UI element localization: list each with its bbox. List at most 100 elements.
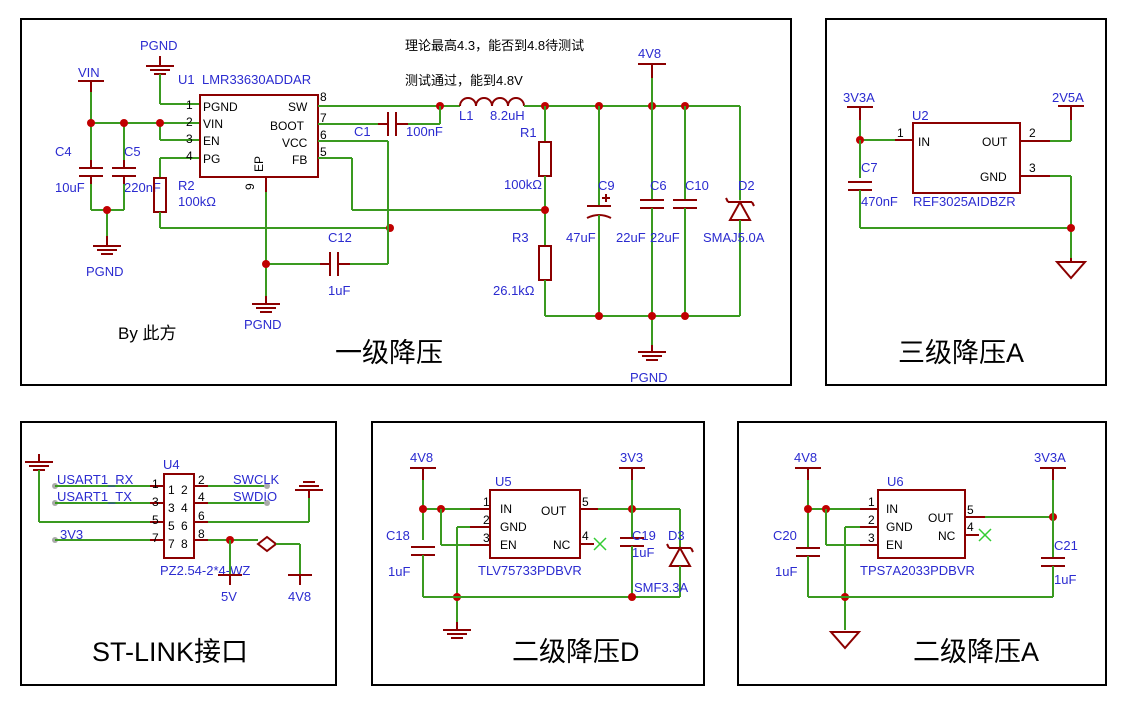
u4-pin5: 5: [152, 513, 159, 527]
u2-part: REF3025AIDBZR: [913, 194, 1016, 209]
net-3v3a-stage2a: 3V3A: [1034, 450, 1066, 465]
u4-pin2: 2: [198, 473, 205, 487]
u1-pin4-name: PG: [203, 152, 220, 166]
c1-ref: C1: [354, 124, 371, 139]
d3-value: SMF3.3A: [634, 580, 689, 595]
u5-ref: U5: [495, 474, 512, 489]
u6-nc-name: NC: [938, 529, 956, 543]
u1-pin3-name: EN: [203, 134, 220, 148]
u1-pin8-name: SW: [288, 100, 308, 114]
u1-pin1-name: PGND: [203, 100, 238, 114]
stage1-title: 一级降压: [335, 338, 443, 368]
u5-pin2-num: 2: [483, 513, 490, 527]
u6-pin3-name: EN: [886, 538, 903, 552]
c21-value: 1uF: [1054, 572, 1076, 587]
stage3a-circuit: 3V3A 1 C7 470nF U2 REF3025AIDBZR IN OUT …: [843, 90, 1088, 368]
c21-ref: C21: [1054, 538, 1078, 553]
stage2a-title: 二级降压A: [913, 637, 1039, 667]
stage1-note1: 理论最高4.3，能否到4.8待测试: [405, 38, 584, 53]
u4-connector: [163, 473, 195, 559]
d2-value: SMAJ5.0A: [703, 230, 765, 245]
u6-pin1-num: 1: [868, 495, 875, 509]
u5-out-num: 5: [582, 495, 589, 509]
gnd-symbol-stage3a: [1054, 261, 1088, 280]
panel-stage1-border: [20, 18, 792, 386]
u6-pin1-name: IN: [886, 502, 898, 516]
stage1-circuit: 理论最高4.3，能否到4.8待测试 测试通过，能到4.8V PGND VIN: [55, 38, 765, 385]
u6-pin2-num: 2: [868, 513, 875, 527]
u1-chip: [199, 94, 319, 178]
u5-nc-num: 4: [582, 529, 589, 543]
c20-ref: C20: [773, 528, 797, 543]
stage2a-circuit: 4V8 C20 1uF U6 TPS7A2033PDBVR 1 2 3 IN G…: [773, 450, 1078, 667]
c1-capacitor: [378, 112, 408, 136]
net-vin: VIN: [78, 65, 100, 80]
c10-value: 22uF: [650, 230, 680, 245]
c6-ref: C6: [650, 178, 667, 193]
net-usart1-tx: USART1_TX: [57, 489, 132, 504]
u2-pin2-name: OUT: [982, 135, 1008, 149]
u4-pin7: 7: [152, 531, 159, 545]
u5-pin3-name: EN: [500, 538, 517, 552]
net-3v3a-stage3a: 3V3A: [843, 90, 875, 105]
u2-chip: [912, 122, 1021, 194]
u4-pin8-label: 8: [181, 537, 188, 551]
u6-pin3-num: 3: [868, 531, 875, 545]
u1-pin8-num: 8: [320, 90, 327, 104]
u4-pin3-label: 3: [168, 501, 175, 515]
pgnd-right-symbol: [638, 345, 666, 361]
d2-ref: D2: [738, 178, 755, 193]
net-4v8-stage1: 4V8: [638, 46, 661, 61]
u1-ep-name: EP: [252, 156, 266, 172]
stage2d-title: 二级降压D: [512, 637, 640, 667]
gnd-symbol-stage2d: [443, 622, 471, 639]
c6-value: 22uF: [616, 230, 646, 245]
gnd-left-stlink: [25, 454, 53, 471]
net-pgnd-left: PGND: [86, 264, 124, 279]
net-pgnd-right: PGND: [630, 370, 668, 385]
u1-pin2-num: 2: [186, 115, 193, 129]
panel-stage2d-border: [371, 421, 705, 686]
r3-resistor: [538, 245, 552, 281]
l1-inductor: [459, 97, 525, 107]
net-swdio: SWDIO: [233, 489, 277, 504]
r1-ref: R1: [520, 125, 537, 140]
stage1-note2: 测试通过，能到4.8V: [405, 73, 523, 88]
c7-capacitor: [848, 181, 872, 191]
u6-ref: U6: [887, 474, 904, 489]
u5-part: TLV75733PDBVR: [478, 563, 582, 578]
c12-ref: C12: [328, 230, 352, 245]
net-5v: 5V: [221, 589, 237, 604]
c20-capacitor: [796, 547, 820, 557]
u2-pin3-name: GND: [980, 170, 1007, 184]
c5-ref: C5: [124, 144, 141, 159]
c12-capacitor: [320, 252, 350, 276]
c18-ref: C18: [386, 528, 410, 543]
stage3a-title: 三级降压A: [898, 338, 1024, 368]
r3-value: 26.1kΩ: [493, 283, 535, 298]
c7-ref: C7: [861, 160, 878, 175]
net-4v8-stage2d: 4V8: [410, 450, 433, 465]
u4-pin1: 1: [152, 477, 159, 491]
u1-pin5-name: FB: [292, 153, 307, 167]
u5-pin2-name: GND: [500, 520, 527, 534]
net-pgnd-top: PGND: [140, 38, 178, 53]
c9-value: 47uF: [566, 230, 596, 245]
u1-pin6-name: VCC: [282, 136, 308, 150]
c20-value: 1uF: [775, 564, 797, 579]
u4-pin4-label: 4: [181, 501, 188, 515]
u4-pin5-label: 5: [168, 519, 175, 533]
net-3v3-stlink: 3V3: [60, 527, 83, 542]
l1-ref: L1: [459, 108, 473, 123]
c5-capacitor: [112, 160, 136, 184]
d2-tvs-diode: [725, 197, 755, 221]
r3-ref: R3: [512, 230, 529, 245]
u4-pin7-label: 7: [168, 537, 175, 551]
u5-chip: [489, 489, 581, 559]
net-2v5a: 2V5A: [1052, 90, 1084, 105]
u5-out-name: OUT: [541, 504, 567, 518]
u2-pin1-num: 1: [897, 126, 904, 140]
u5-pin1-name: IN: [500, 502, 512, 516]
c18-capacitor: [411, 546, 435, 556]
